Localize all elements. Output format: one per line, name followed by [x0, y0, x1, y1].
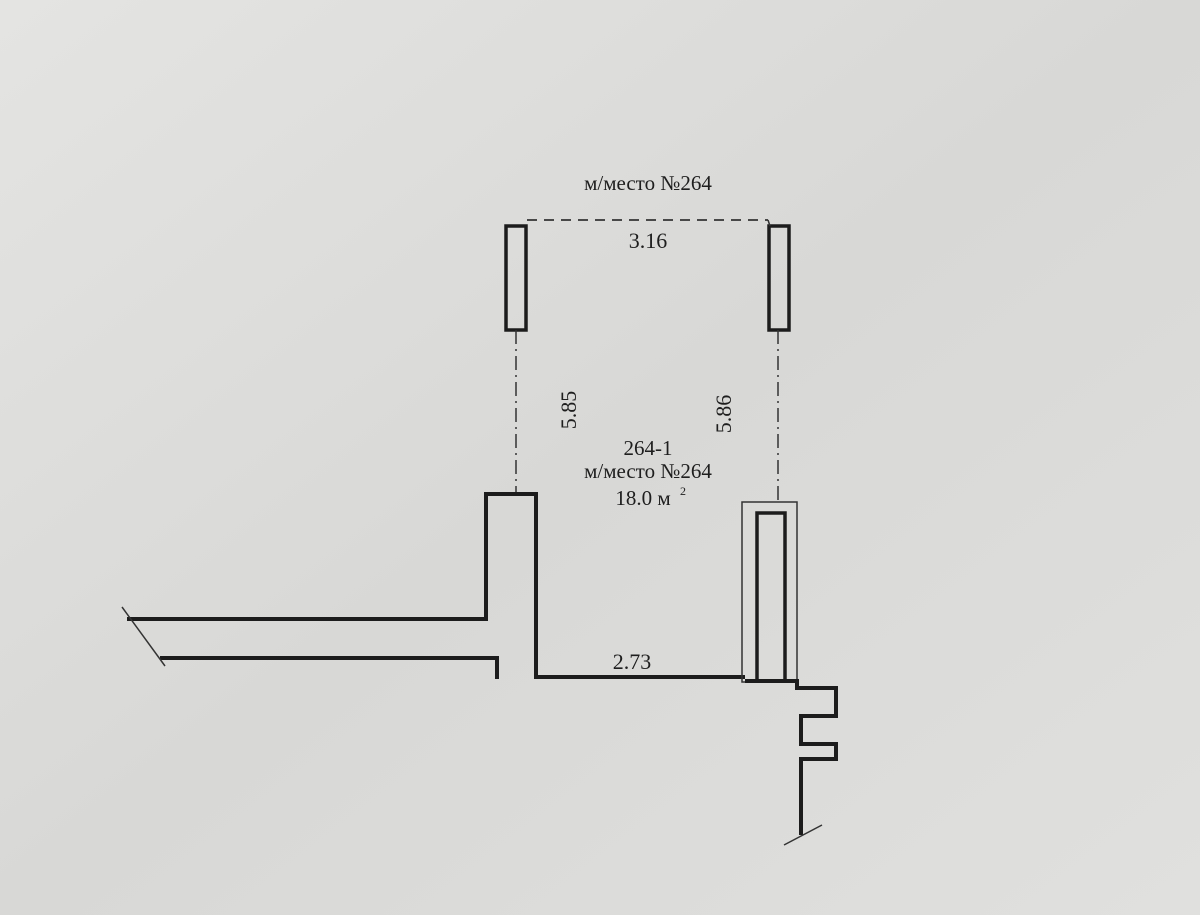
area-label: 18.0 м [615, 486, 670, 510]
top-right-tick [767, 219, 771, 227]
space-label: м/место №264 [584, 459, 712, 483]
right-column [767, 224, 791, 332]
left-break-line [121, 606, 166, 667]
header-label: м/место №264 [584, 171, 712, 195]
left-depth-dimension: 5.85 [556, 391, 581, 430]
right-break-line [783, 824, 823, 846]
bottom-width-dimension: 2.73 [613, 649, 652, 674]
right-depth-dimension: 5.86 [711, 395, 736, 434]
left-wall [127, 492, 745, 679]
area-unit-superscript: 2 [680, 484, 686, 498]
right-stepped-wall [745, 679, 838, 835]
left-lower-wall [160, 656, 499, 679]
top-width-dimension: 3.16 [629, 228, 668, 253]
space-id: 264-1 [624, 436, 673, 460]
